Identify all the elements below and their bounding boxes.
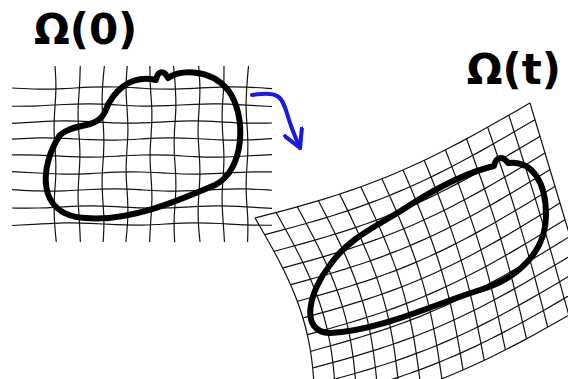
grid-line xyxy=(382,179,442,379)
grid-line xyxy=(12,206,272,209)
grid-line xyxy=(222,66,224,242)
grid-line xyxy=(12,223,272,226)
grid-line xyxy=(530,103,568,303)
grid-line xyxy=(198,66,200,242)
grid-line xyxy=(297,207,357,379)
grid-line xyxy=(255,218,315,379)
domain-boundary xyxy=(310,158,546,333)
grid-line xyxy=(315,303,568,379)
grid-line xyxy=(297,186,555,301)
domain-label: Ω(0) xyxy=(30,8,141,52)
domain-label: Ω(t) xyxy=(463,48,565,92)
domain-region: Ω(t) xyxy=(300,48,565,340)
grid-line xyxy=(509,115,568,315)
grid-line xyxy=(174,66,176,242)
grid-line xyxy=(12,138,272,140)
grid-line xyxy=(303,203,560,318)
grid-line xyxy=(54,66,56,242)
grid-line xyxy=(12,189,272,191)
domain-boundary xyxy=(46,72,241,218)
grid-line xyxy=(150,66,152,242)
grid-line xyxy=(276,213,336,379)
grid-line xyxy=(12,87,272,89)
grid-line xyxy=(246,66,248,242)
grid-line xyxy=(12,121,272,123)
domain-region: Ω(0) xyxy=(30,8,250,226)
grid-line xyxy=(283,153,545,268)
grid-line xyxy=(314,270,568,379)
grid-line xyxy=(274,136,540,251)
deformation-arrow xyxy=(252,94,300,148)
grid-line xyxy=(340,194,400,379)
grid-line xyxy=(403,170,463,370)
